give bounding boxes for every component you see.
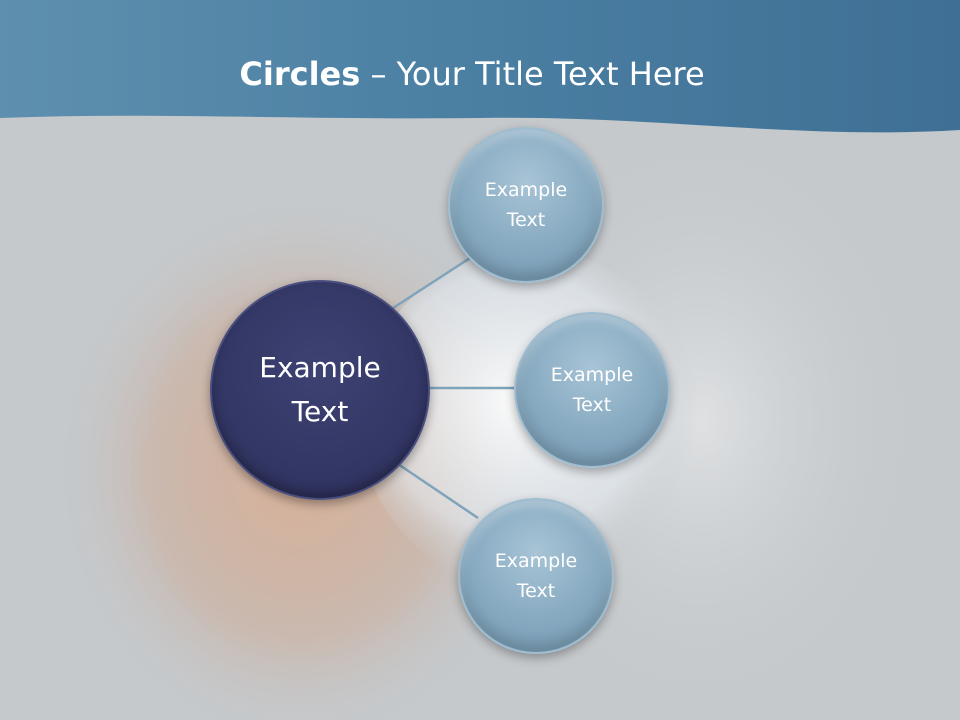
center-circle-label: Example Text (259, 351, 381, 428)
satellite-circle-1: Example Text (448, 127, 604, 283)
slide-title: Circles – Your Title Text Here (0, 52, 944, 96)
connector-line-1 (389, 256, 471, 312)
title-bold-part: Circles (239, 55, 361, 93)
center-circle: Example Text (210, 280, 430, 500)
satellite-circle-3: Example Text (458, 498, 614, 654)
satellite-circle-label: Example Text (494, 550, 578, 602)
header-band (0, 0, 960, 133)
title-rest-part: – Your Title Text Here (360, 55, 705, 93)
satellite-circle-label: Example Text (550, 364, 634, 416)
satellite-circle-2: Example Text (514, 312, 670, 468)
connector-line-3 (394, 460, 479, 520)
satellite-circle-label: Example Text (484, 179, 568, 231)
